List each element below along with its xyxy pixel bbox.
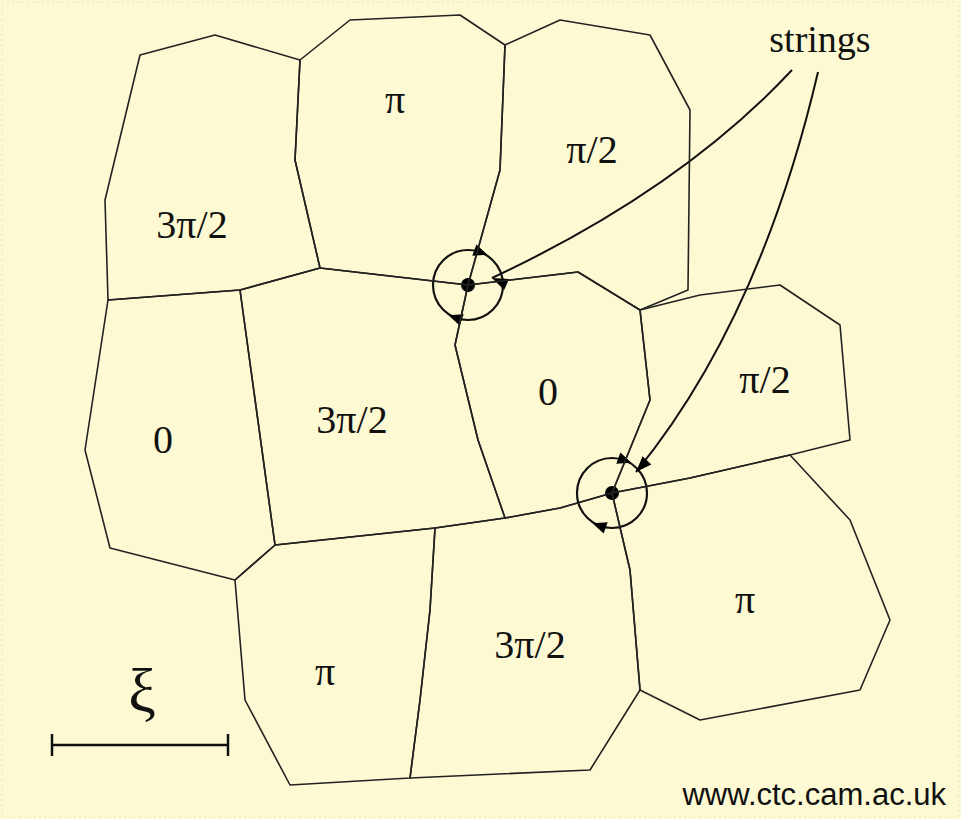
domain-border [455, 272, 650, 518]
phase-domain: 3π/2 [240, 268, 505, 545]
phase-value: 3π/2 [316, 398, 387, 442]
phase-domain: π [295, 15, 505, 285]
domain-border [240, 268, 505, 545]
phase-domain: π/2 [468, 20, 690, 310]
phase-domain: π [235, 528, 435, 785]
domain-border [468, 20, 690, 310]
phase-domain: 0 [85, 290, 275, 580]
leader-line [636, 72, 818, 472]
phase-value: 0 [153, 418, 173, 462]
domain-border [612, 285, 850, 493]
domain-border [85, 290, 275, 580]
phase-domain: π/2 [612, 285, 850, 493]
phase-value: 3π/2 [156, 203, 227, 247]
scale-tick [51, 734, 54, 756]
phase-value: π/2 [566, 128, 617, 172]
watermark: www.ctc.cam.ac.uk [682, 778, 946, 812]
phase-value: 3π/2 [494, 623, 565, 667]
domain-border [235, 528, 435, 785]
scale-line [52, 744, 228, 747]
domain-border [612, 455, 890, 720]
winding-arrowhead [472, 244, 487, 255]
leader-arrowhead [636, 456, 651, 472]
phase-value: π [385, 78, 405, 122]
domain-outline [295, 15, 505, 285]
domain-outline [85, 290, 275, 580]
phase-domain: π [612, 455, 890, 720]
scale-tick [227, 734, 230, 756]
domain-border [410, 493, 640, 778]
phase-domain: 0 [455, 272, 650, 518]
scale-symbol: ξ [128, 656, 156, 724]
phase-value: 0 [538, 370, 558, 414]
leader-line [492, 70, 792, 278]
phase-domain: 3π/2 [105, 35, 320, 300]
phase-value: π/2 [739, 358, 790, 402]
winding-arrowhead [593, 522, 608, 533]
domain-border [105, 35, 320, 300]
phase-domain: 3π/2 [410, 493, 640, 778]
string-symbols [433, 70, 818, 534]
phase-value: π [735, 578, 755, 622]
scale-bar [52, 734, 228, 756]
callout-label: strings [769, 19, 870, 61]
domain-border [295, 15, 505, 285]
domain-outline [105, 35, 320, 300]
phase-value: π [315, 650, 335, 694]
domain-outline [612, 285, 850, 493]
